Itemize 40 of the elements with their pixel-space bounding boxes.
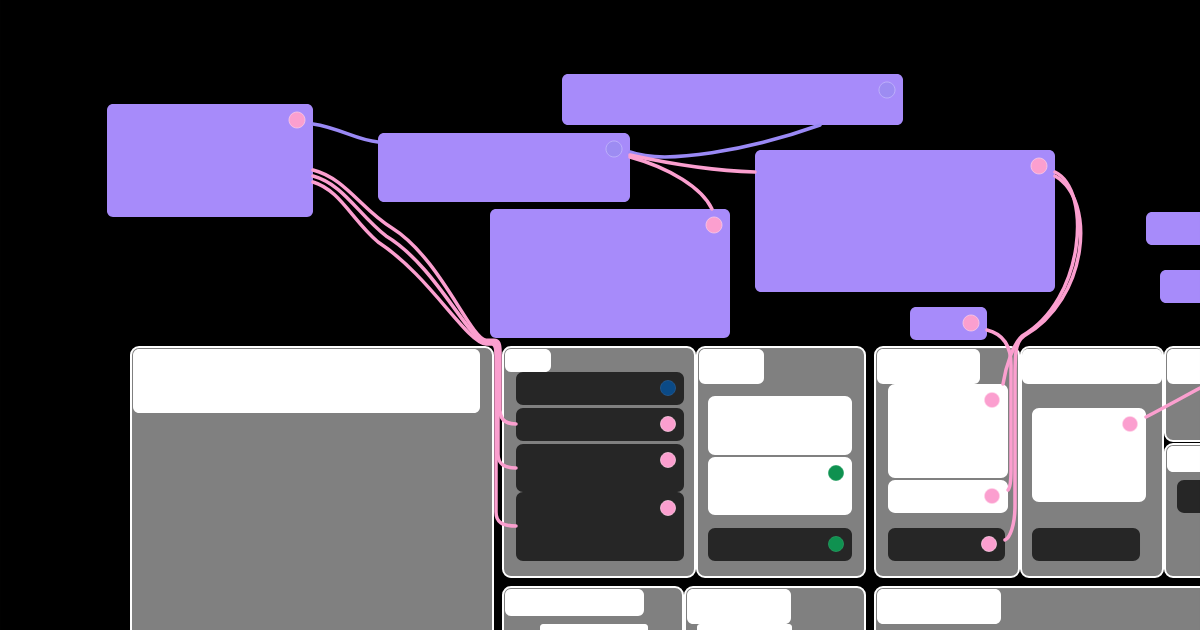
node-box [562, 74, 903, 125]
card [540, 624, 648, 630]
node-box [1160, 270, 1200, 303]
wire [311, 174, 518, 470]
row-box [708, 528, 852, 561]
node-box [755, 150, 1055, 292]
header-bar [1167, 446, 1200, 472]
row-box [888, 528, 1005, 561]
row-box [516, 492, 684, 561]
header-bar [133, 349, 480, 413]
wire [1144, 386, 1200, 419]
card [888, 384, 1008, 478]
node-box [490, 209, 730, 338]
node-box [1146, 212, 1200, 245]
row-box [1032, 528, 1140, 561]
wire [311, 180, 518, 528]
row-box [1177, 480, 1200, 513]
row-box [516, 444, 684, 492]
header-bar [877, 589, 1001, 624]
header-bar [699, 349, 764, 384]
node-box [378, 133, 630, 202]
card [708, 396, 852, 455]
header-bar [687, 589, 791, 624]
wire [985, 328, 1013, 492]
node-box [107, 104, 313, 217]
card [1032, 408, 1146, 502]
wire [1003, 174, 1083, 542]
header-bar [877, 349, 980, 384]
wire [1001, 170, 1080, 386]
header-bar [1167, 349, 1200, 384]
wire [311, 168, 518, 426]
row-box [516, 372, 684, 405]
card [708, 457, 852, 515]
wire [628, 155, 714, 211]
wire [311, 122, 380, 144]
card [697, 624, 792, 630]
header-bar [505, 589, 644, 616]
wire [628, 153, 757, 174]
wire [628, 123, 822, 159]
header-bar [1022, 349, 1162, 384]
